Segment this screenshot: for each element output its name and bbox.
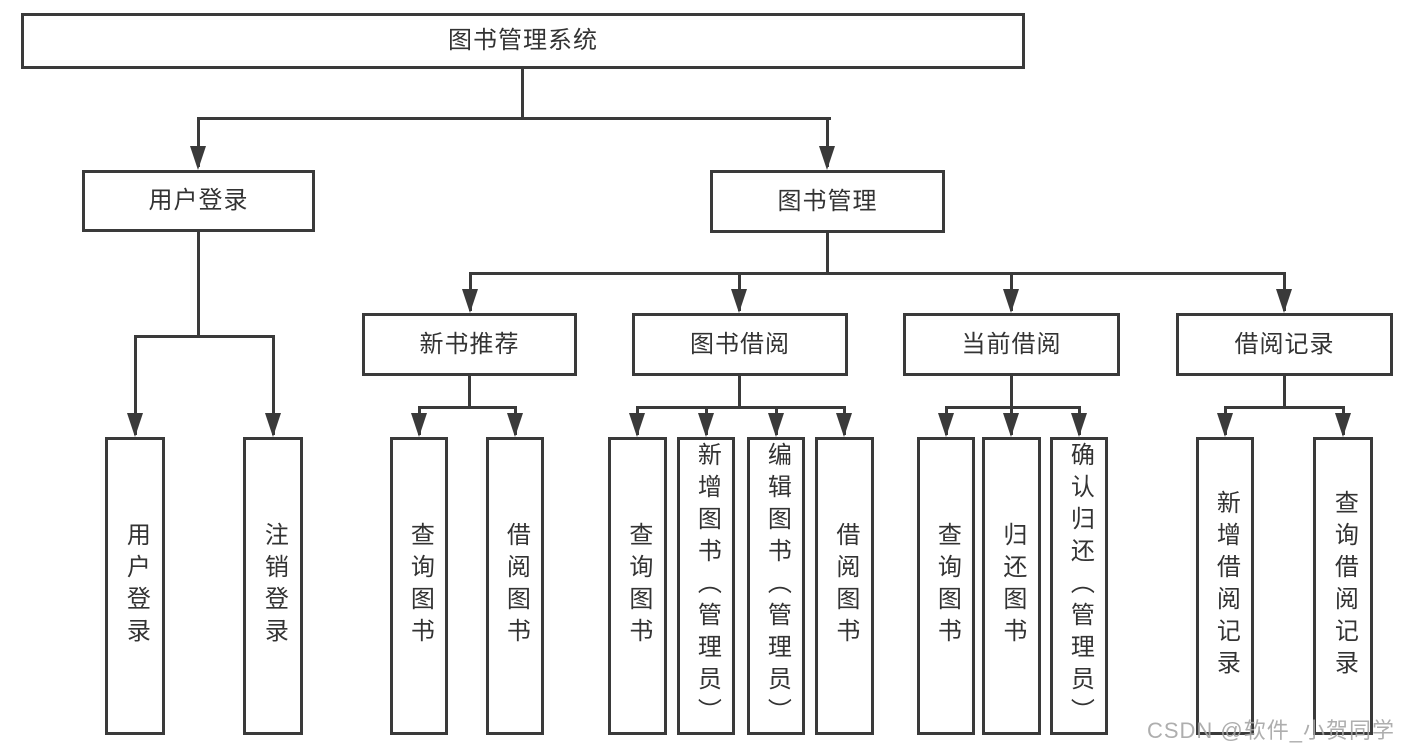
connector-book-borrow-bar — [636, 406, 845, 409]
node-leaf-query-book-1: 查询图书 — [390, 437, 448, 735]
arrow-down-icon — [768, 413, 784, 437]
node-leaf-user-login: 用户登录 — [105, 437, 165, 735]
node-leaf-user-login-label: 用户登录 — [122, 522, 150, 650]
node-leaf-query-book-3: 查询图书 — [917, 437, 975, 735]
connector-root-to-book-mgmt — [826, 117, 829, 167]
node-leaf-query-book-2-label: 查询图书 — [624, 522, 652, 650]
connector-user-login-bar — [134, 335, 275, 338]
node-leaf-add-book-label: 新增图书（管理员） — [693, 442, 721, 730]
arrow-down-icon — [127, 413, 143, 437]
connector-book-borrow-stem — [738, 376, 741, 406]
node-current-borrow-label: 当前借阅 — [961, 330, 1062, 358]
connector-user-login-stem — [197, 232, 200, 335]
node-leaf-query-record-label: 查询借阅记录 — [1330, 490, 1358, 682]
arrow-down-icon — [819, 146, 835, 170]
arrow-down-icon — [1276, 289, 1292, 313]
connector-root-bar — [197, 117, 831, 120]
arrow-down-icon — [190, 146, 206, 170]
node-book-mgmt: 图书管理 — [710, 170, 945, 233]
arrow-down-icon — [1217, 413, 1233, 437]
arrow-down-icon — [698, 413, 714, 437]
node-leaf-return-book: 归还图书 — [982, 437, 1041, 735]
connector-new-book-rec-stem — [468, 376, 471, 406]
node-leaf-query-book-3-label: 查询图书 — [933, 522, 961, 650]
node-leaf-query-record: 查询借阅记录 — [1313, 437, 1373, 735]
csdn-watermark: CSDN @软件_小贺同学 — [1146, 718, 1395, 743]
connector-borrow-record-stem — [1283, 376, 1286, 406]
arrow-down-icon — [265, 413, 281, 437]
node-book-mgmt-label: 图书管理 — [777, 187, 878, 215]
connector-book-mgmt-bar — [469, 272, 1285, 275]
connector-to-leaf-logout — [272, 335, 275, 435]
node-user-login-label: 用户登录 — [148, 187, 249, 214]
arrow-down-icon — [938, 413, 954, 437]
arrow-down-icon — [1335, 413, 1351, 437]
node-leaf-edit-book: 编辑图书（管理员） — [747, 437, 805, 735]
connector-root-stem — [521, 68, 524, 117]
connector-current-borrow-stem — [1010, 376, 1013, 406]
arrow-down-icon — [836, 413, 852, 437]
connector-book-mgmt-stem — [826, 233, 829, 272]
node-root: 图书管理系统 — [21, 13, 1025, 69]
node-leaf-confirm-return-label: 确认归还（管理员） — [1066, 442, 1094, 730]
node-leaf-borrow-book-1-label: 借阅图书 — [502, 522, 530, 650]
node-leaf-logout-label: 注销登录 — [260, 522, 288, 650]
node-new-book-rec-label: 新书推荐 — [419, 330, 520, 358]
connector-new-book-rec-bar — [418, 406, 516, 409]
node-current-borrow: 当前借阅 — [903, 313, 1120, 376]
node-leaf-borrow-book-2-label: 借阅图书 — [831, 522, 859, 650]
node-leaf-edit-book-label: 编辑图书（管理员） — [763, 442, 791, 730]
node-book-borrow: 图书借阅 — [632, 313, 848, 376]
node-root-label: 图书管理系统 — [448, 27, 598, 54]
arrow-down-icon — [1003, 413, 1019, 437]
node-borrow-record-label: 借阅记录 — [1234, 330, 1335, 358]
connector-to-leaf-user-login — [134, 335, 137, 435]
arrow-down-icon — [1003, 289, 1019, 313]
node-leaf-confirm-return: 确认归还（管理员） — [1050, 437, 1108, 735]
node-leaf-add-record: 新增借阅记录 — [1196, 437, 1254, 735]
connector-borrow-record-bar — [1224, 406, 1344, 409]
arrow-down-icon — [731, 289, 747, 313]
node-leaf-logout: 注销登录 — [243, 437, 303, 735]
node-leaf-return-book-label: 归还图书 — [998, 522, 1026, 650]
node-leaf-query-book-2: 查询图书 — [608, 437, 667, 735]
node-user-login: 用户登录 — [82, 170, 315, 232]
node-leaf-borrow-book-1: 借阅图书 — [486, 437, 544, 735]
node-leaf-add-record-label: 新增借阅记录 — [1212, 490, 1240, 682]
connector-root-to-user-login — [197, 117, 200, 167]
node-borrow-record: 借阅记录 — [1176, 313, 1393, 376]
arrow-down-icon — [507, 413, 523, 437]
arrow-down-icon — [462, 289, 478, 313]
arrow-down-icon — [1071, 413, 1087, 437]
node-leaf-query-book-1-label: 查询图书 — [406, 522, 434, 650]
node-leaf-add-book: 新增图书（管理员） — [677, 437, 735, 735]
arrow-down-icon — [411, 413, 427, 437]
node-leaf-borrow-book-2: 借阅图书 — [815, 437, 874, 735]
arrow-down-icon — [629, 413, 645, 437]
node-new-book-rec: 新书推荐 — [362, 313, 577, 376]
node-book-borrow-label: 图书借阅 — [690, 330, 790, 358]
